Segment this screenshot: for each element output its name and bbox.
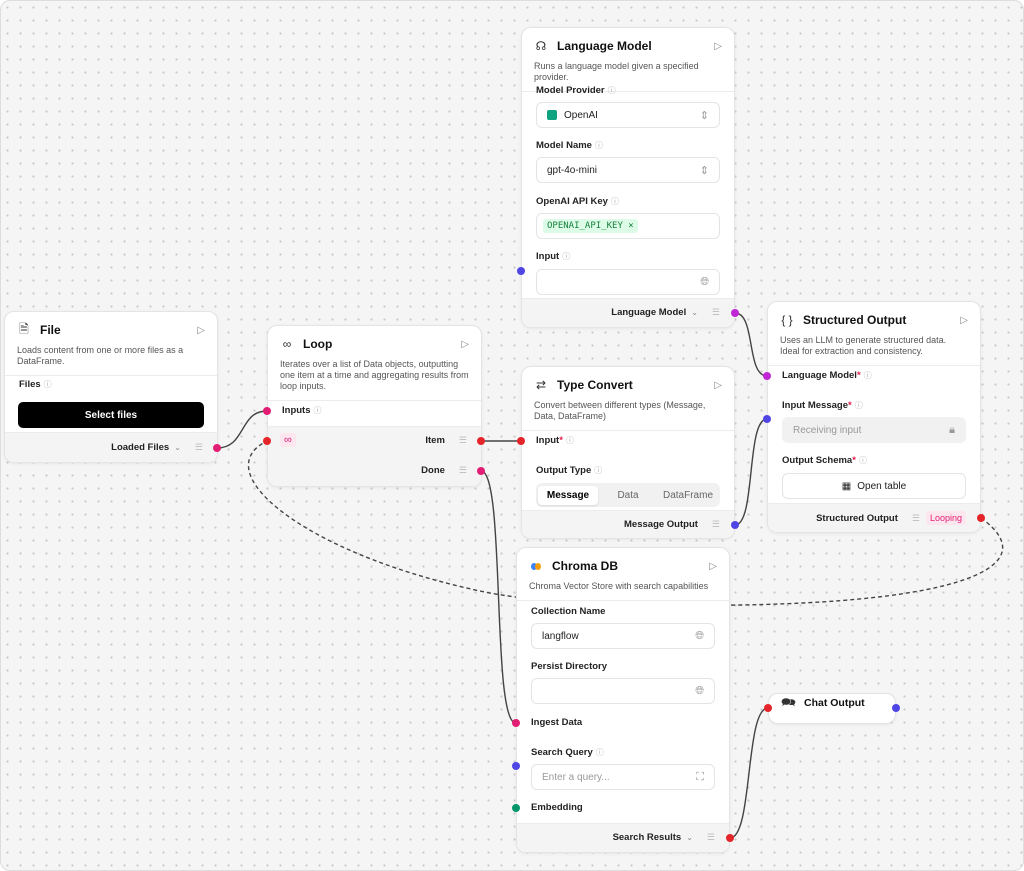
loop-badge: ∞ (280, 433, 296, 447)
handle-so-message[interactable] (763, 415, 771, 423)
inspect-icon[interactable]: ☰ (194, 442, 203, 452)
api-key-field[interactable]: OPENAI_API_KEY × (536, 213, 720, 239)
handle-chroma-output[interactable] (726, 834, 734, 842)
handle-chroma-embedding[interactable] (512, 804, 520, 812)
collection-name-input[interactable]: langflow🌐︎ (531, 623, 715, 649)
play-icon[interactable]: ▷ (709, 560, 717, 572)
handle-file-output[interactable] (213, 444, 221, 452)
handle-loop-inputs[interactable] (263, 407, 271, 415)
file-node[interactable]: 🗎File▷ Loads content from one or more fi… (4, 311, 218, 463)
table-icon: ▦ (841, 480, 852, 492)
handle-chat-output[interactable] (892, 704, 900, 712)
inspect-icon[interactable]: ☰ (458, 435, 467, 445)
edge-done-chroma[interactable] (480, 470, 517, 724)
chevrons-up-down-icon: ⇕ (699, 164, 709, 177)
inspect-icon[interactable]: ☰ (706, 832, 715, 842)
select-files-button[interactable]: Select files (18, 402, 204, 428)
chevron-down-icon[interactable]: ⌄ (691, 308, 698, 317)
play-icon[interactable]: ▷ (960, 314, 968, 326)
openai-icon (547, 110, 557, 120)
option-message[interactable]: Message (538, 485, 598, 505)
language-model-node[interactable]: ☊Language Model▷ Runs a language model g… (521, 27, 735, 328)
inspect-icon[interactable]: ☰ (458, 465, 467, 475)
globe-icon: 🌐︎ (695, 629, 704, 642)
chevron-down-icon[interactable]: ⌄ (686, 833, 693, 842)
inspect-icon[interactable]: ☰ (911, 512, 920, 523)
chat-output-node[interactable]: 🗪︎Chat Output (768, 693, 896, 724)
search-query-input[interactable]: Enter a query...⛶ (531, 764, 715, 790)
remove-icon[interactable]: × (628, 221, 634, 231)
convert-icon: ⇄ (535, 378, 547, 392)
handle-chroma-ingest[interactable] (512, 719, 520, 727)
open-table-button[interactable]: ▦Open table (782, 473, 966, 499)
handle-tc-input[interactable] (517, 437, 525, 445)
lock-icon: 🔒︎ (949, 423, 955, 436)
handle-loop-back[interactable] (263, 437, 271, 445)
output-type-toggle[interactable]: Message Data DataFrame (536, 483, 720, 507)
file-icon: 🗎 (19, 321, 29, 336)
type-convert-node[interactable]: ⇄Type Convert▷ Convert between different… (521, 366, 735, 539)
edge-lm-structured[interactable] (734, 312, 768, 377)
chat-icon: 🗪︎ (781, 694, 796, 709)
handle-chat-input[interactable] (764, 704, 772, 712)
handle-chroma-query[interactable] (512, 762, 520, 770)
handle-loop-done[interactable] (477, 467, 485, 475)
braces-icon: { } (781, 313, 793, 327)
play-icon[interactable]: ▷ (197, 324, 205, 336)
model-provider-select[interactable]: OpenAI⇕ (536, 102, 720, 128)
edge-message-structured[interactable] (734, 418, 768, 526)
globe-icon: 🌐︎ (695, 684, 704, 697)
handle-so-lm[interactable] (763, 372, 771, 380)
play-icon[interactable]: ▷ (461, 338, 469, 350)
chevron-down-icon[interactable]: ⌄ (174, 443, 181, 452)
input-message-field: Receiving input🔒︎ (782, 417, 966, 443)
handle-loop-item[interactable] (477, 437, 485, 445)
handle-lm-input[interactable] (517, 267, 525, 275)
play-icon[interactable]: ▷ (714, 379, 722, 391)
edge-file-loop[interactable] (216, 410, 268, 449)
chroma-db-node[interactable]: Chroma DB▷ Chroma Vector Store with sear… (516, 547, 730, 853)
chevrons-up-down-icon: ⇕ (699, 109, 709, 122)
info-icon: ⓘ (43, 380, 52, 389)
expand-icon: ⛶ (696, 770, 704, 783)
looping-badge: Looping (925, 511, 966, 525)
globe-icon: 🌐︎ (700, 275, 709, 288)
inspect-icon[interactable]: ☰ (711, 307, 720, 317)
handle-tc-output[interactable] (731, 521, 739, 529)
handle-lm-output[interactable] (731, 309, 739, 317)
infinity-icon: ∞ (282, 337, 292, 351)
handle-so-output[interactable] (977, 514, 985, 522)
inspect-icon[interactable]: ☰ (711, 519, 720, 529)
option-dataframe[interactable]: DataFrame (662, 489, 713, 501)
edge-chroma-chat[interactable] (729, 707, 769, 839)
input-field[interactable]: 🌐︎ (536, 269, 720, 295)
structured-output-node[interactable]: { }Structured Output▷ Uses an LLM to gen… (767, 301, 981, 533)
chroma-logo-icon (529, 559, 543, 573)
option-data[interactable]: Data (617, 489, 639, 501)
loop-node[interactable]: ∞Loop▷ Iterates over a list of Data obje… (267, 325, 482, 487)
play-icon[interactable]: ▷ (714, 40, 722, 52)
brain-icon: ☊ (535, 39, 547, 53)
model-name-select[interactable]: gpt-4o-mini⇕ (536, 157, 720, 183)
persist-directory-input[interactable]: 🌐︎ (531, 678, 715, 704)
